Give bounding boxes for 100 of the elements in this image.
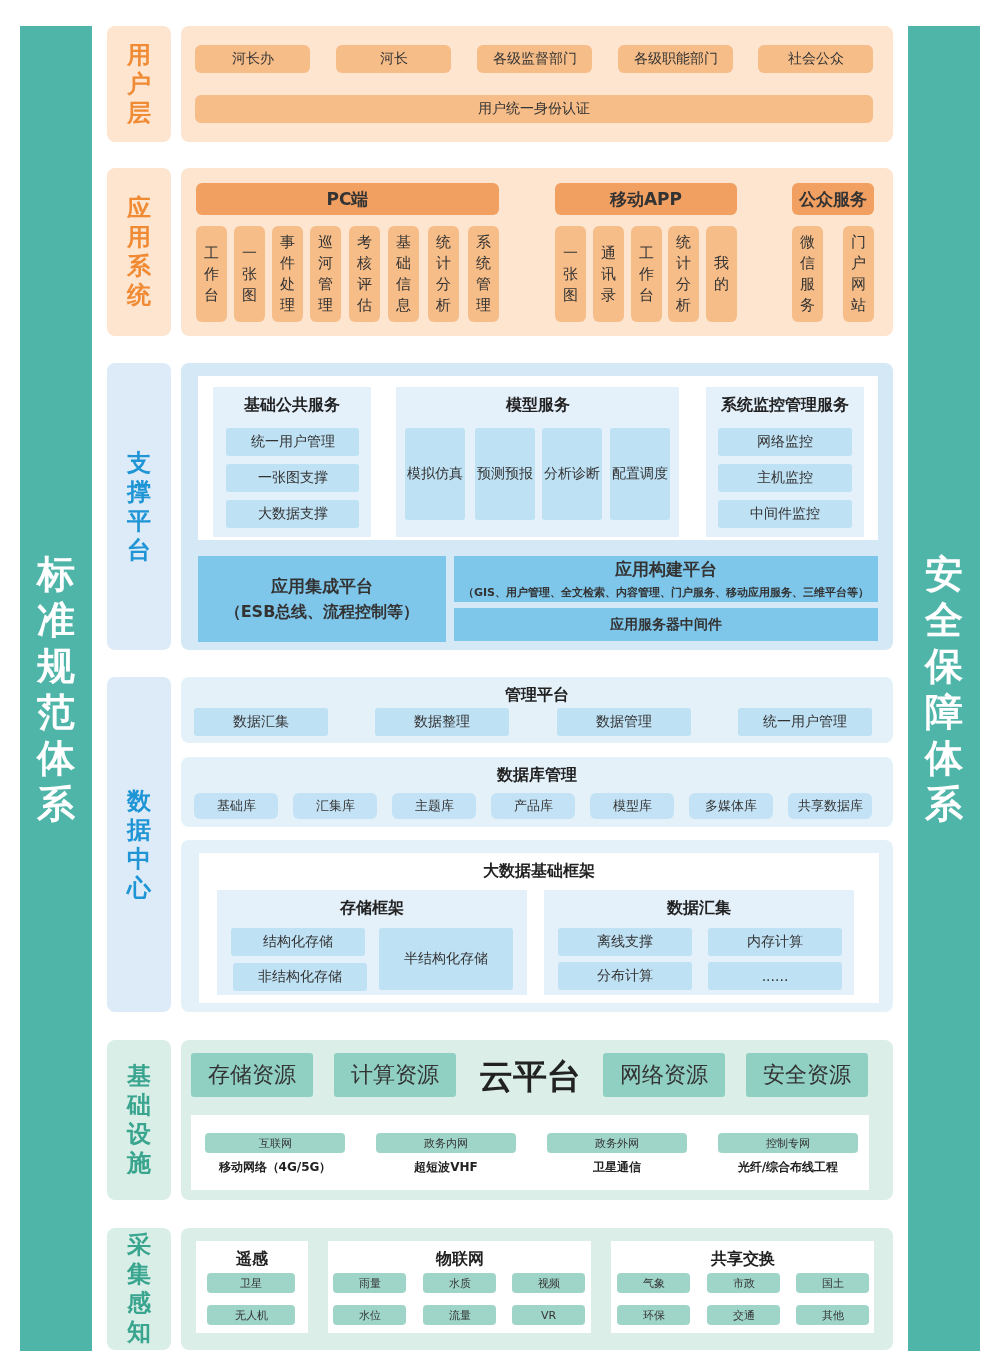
layer-panel <box>181 26 893 142</box>
module-box: 统一用户管理 <box>738 708 872 736</box>
group-heading: 管理平台 <box>504 685 570 706</box>
resource-box: 计算资源 <box>334 1053 456 1097</box>
module-box: 环保 <box>617 1305 690 1325</box>
layer-label: 用户层 <box>107 26 171 142</box>
group-panel <box>217 890 527 995</box>
module-box: 基础库 <box>194 793 278 819</box>
module-box: 数据汇集 <box>194 708 328 736</box>
inner-panel <box>198 376 878 540</box>
platform-subtitle: （ESB总线、流程控制等） <box>224 602 420 623</box>
module-box: 气象 <box>617 1273 690 1293</box>
network-box: 政务内网 <box>376 1133 516 1153</box>
module-box: 各级监督部门 <box>477 45 592 73</box>
platform-box: 应用服务器中间件 <box>454 608 878 641</box>
group-heading: 大数据基础框架 <box>482 861 596 882</box>
resource-box: 网络资源 <box>603 1053 725 1097</box>
module-box: 模型库 <box>590 793 674 819</box>
module-box: 事件处理 <box>272 226 303 322</box>
group-heading: 物联网 <box>434 1249 485 1270</box>
layer-panel <box>181 363 893 650</box>
module-box: 内存计算 <box>708 928 842 956</box>
module-box: 工作台 <box>631 226 662 322</box>
module-box: 统计分析 <box>668 226 699 322</box>
module-box: 数据整理 <box>375 708 509 736</box>
module-box: 统计分析 <box>428 226 459 322</box>
module-box: 无人机 <box>207 1305 295 1325</box>
module-box: 工作台 <box>196 226 227 322</box>
group-heading: 系统监控管理服务 <box>720 395 850 416</box>
category-header: 移动APP <box>555 183 737 215</box>
module-box: 多媒体库 <box>689 793 773 819</box>
module-box: 结构化存储 <box>231 928 365 956</box>
network-caption: 卫星通信 <box>592 1159 642 1176</box>
network-box: 政务外网 <box>547 1133 687 1153</box>
module-box: 主题库 <box>392 793 476 819</box>
module-box: 配置调度 <box>610 428 670 520</box>
module-box: 一张图 <box>555 226 586 322</box>
module-box: 统一用户管理 <box>226 428 359 456</box>
module-box: 系统管理 <box>468 226 499 322</box>
module-box: 其他 <box>796 1305 869 1325</box>
layer-band <box>181 840 893 1012</box>
module-box: 大数据支撑 <box>226 500 359 528</box>
layer-band <box>181 757 893 827</box>
platform-box <box>198 556 446 642</box>
module-box: 河长 <box>336 45 451 73</box>
module-box: 水质 <box>423 1273 496 1293</box>
group-heading: 共享交换 <box>709 1249 776 1270</box>
module-box: 产品库 <box>491 793 575 819</box>
module-box: 卫星 <box>207 1273 295 1293</box>
inner-panel <box>191 1115 869 1190</box>
group-panel <box>396 387 679 537</box>
module-box: 一张图支撑 <box>226 464 359 492</box>
module-box: VR <box>512 1305 585 1325</box>
group-heading: 存储框架 <box>339 898 405 919</box>
module-box: 各级职能部门 <box>618 45 733 73</box>
module-box: 国土 <box>796 1273 869 1293</box>
group-panel <box>706 387 864 537</box>
inner-panel <box>199 853 879 1003</box>
network-caption: 超短波VHF <box>413 1159 479 1176</box>
module-box: 微信服务 <box>792 226 823 322</box>
module-box: 交通 <box>707 1305 780 1325</box>
group-panel <box>328 1241 591 1333</box>
module-box: 汇集库 <box>293 793 377 819</box>
category-header: 公众服务 <box>792 183 874 215</box>
platform-title: 应用构建平台 <box>615 558 717 581</box>
module-box: 巡河管理 <box>310 226 341 322</box>
module-box: 分析诊断 <box>542 428 602 520</box>
module-box: 社会公众 <box>758 45 873 73</box>
layer-panel <box>181 168 893 336</box>
module-box: 门户网站 <box>843 226 874 322</box>
resource-box: 存储资源 <box>191 1053 313 1097</box>
layer-panel <box>181 1228 893 1350</box>
network-box: 互联网 <box>205 1133 345 1153</box>
module-box: 用户统一身份认证 <box>195 95 873 123</box>
group-heading: 模型服务 <box>504 395 571 416</box>
module-box: 模拟仿真 <box>405 428 465 520</box>
group-panel <box>213 387 371 537</box>
group-panel <box>611 1241 874 1333</box>
module-box: 通讯录 <box>593 226 624 322</box>
layer-label: 数据中心 <box>107 677 171 1012</box>
group-heading: 基础公共服务 <box>243 395 341 416</box>
module-box: 考核评估 <box>349 226 380 322</box>
module-box: 水位 <box>333 1305 406 1325</box>
side-banner: 标准规范体系 <box>20 26 92 1351</box>
module-box: 基础信息 <box>388 226 419 322</box>
module-box: 流量 <box>423 1305 496 1325</box>
module-box: 数据管理 <box>557 708 691 736</box>
platform-box <box>454 556 878 602</box>
network-box: 控制专网 <box>718 1133 858 1153</box>
group-heading: 数据汇集 <box>666 898 732 919</box>
group-heading: 遥感 <box>235 1249 269 1270</box>
module-box: 一张图 <box>234 226 265 322</box>
module-box: 离线支撑 <box>558 928 692 956</box>
module-box: 市政 <box>707 1273 780 1293</box>
layer-label: 支撑平台 <box>107 363 171 650</box>
module-box: ...... <box>708 962 842 990</box>
layer-label: 应用系统 <box>107 168 171 336</box>
module-box: 雨量 <box>333 1273 406 1293</box>
module-box: 非结构化存储 <box>233 963 367 991</box>
group-heading: 云平台 <box>478 1055 582 1098</box>
